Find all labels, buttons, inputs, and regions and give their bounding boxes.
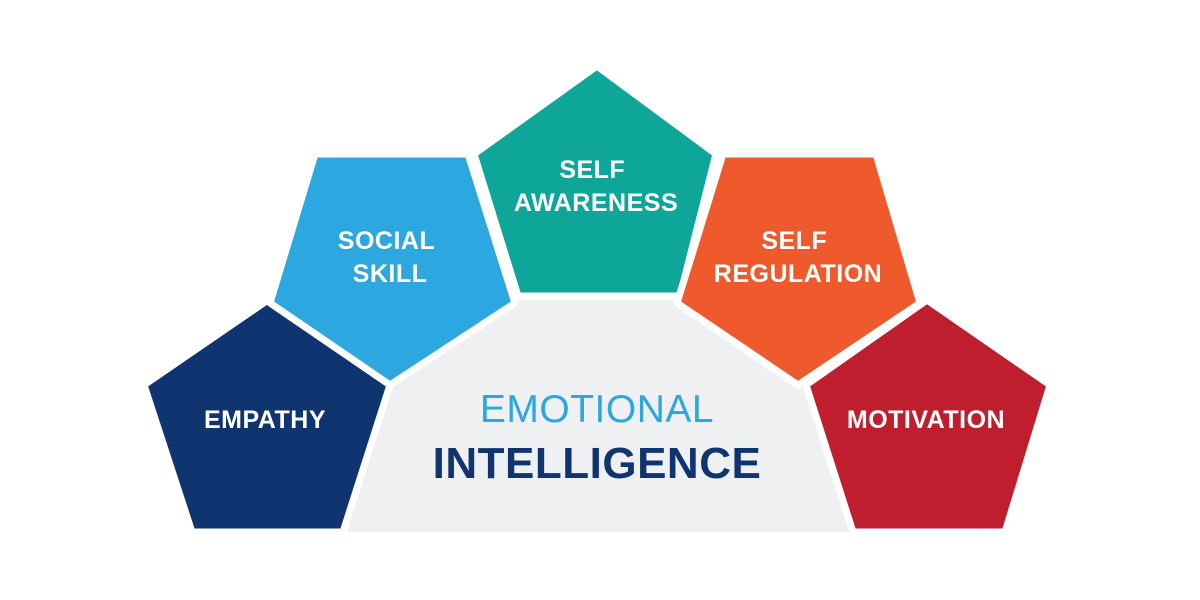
empathy-label: EMPATHY [204, 406, 326, 434]
motivation-pentagon [802, 296, 1054, 536]
pentagon-empathy: EMPATHY [140, 296, 394, 536]
pentagon-social-skill: SOCIAL SKILL [266, 150, 519, 389]
motivation-label: MOTIVATION [847, 406, 1005, 434]
social-skill-pentagon [266, 150, 519, 389]
self-awareness-pentagon [470, 62, 720, 300]
center-title-line-2: INTELLIGENCE [433, 439, 762, 488]
center-hub [345, 296, 850, 532]
self-regulation-label: SELF REGULATION [714, 227, 882, 288]
social-skill-label: SOCIAL SKILL [338, 227, 442, 288]
center-title-line-1: EMOTIONAL [480, 388, 714, 431]
pentagon-self-awareness: SELF AWARENESS [470, 62, 720, 300]
pentagon-motivation: MOTIVATION [802, 296, 1054, 536]
self-awareness-label: SELF AWARENESS [514, 156, 678, 217]
